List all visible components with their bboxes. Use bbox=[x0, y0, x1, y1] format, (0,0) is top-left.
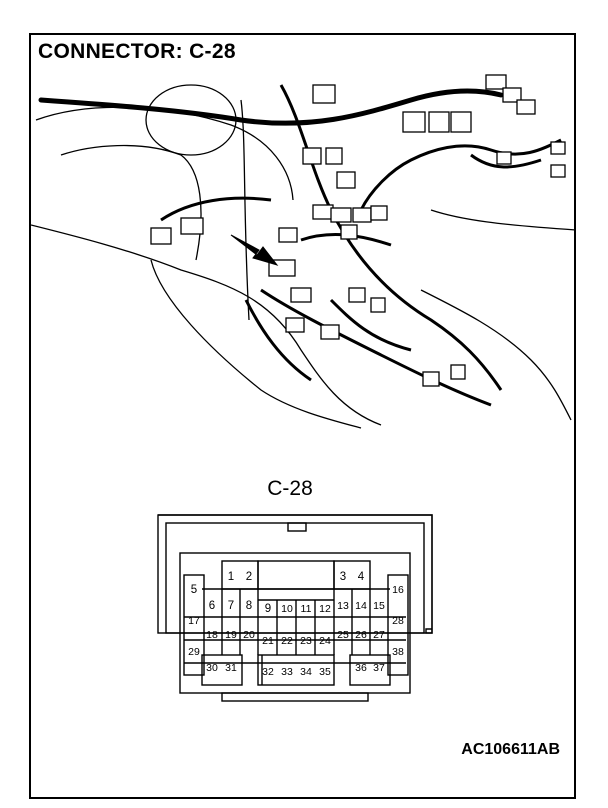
pin-label: 37 bbox=[373, 662, 385, 674]
pin-label: 30 bbox=[206, 662, 218, 674]
pin-label: 9 bbox=[265, 603, 271, 615]
pin-label: 19 bbox=[225, 629, 237, 641]
pin-label: 28 bbox=[392, 615, 404, 627]
pin-label: 33 bbox=[281, 666, 293, 678]
pin-label: 32 bbox=[262, 666, 274, 678]
pin-label: 25 bbox=[337, 629, 349, 641]
pin-label: 20 bbox=[243, 629, 255, 641]
pin-label: 26 bbox=[355, 629, 367, 641]
pin-label: 24 bbox=[319, 635, 331, 647]
pin-label: 16 bbox=[392, 584, 404, 596]
pin-label: 23 bbox=[300, 635, 312, 647]
diagram-frame bbox=[29, 33, 576, 799]
connector-label: C-28 bbox=[267, 477, 313, 500]
pin-label: 5 bbox=[191, 584, 197, 596]
pin-label: 1 bbox=[228, 571, 234, 583]
pin-label: 27 bbox=[373, 629, 385, 641]
pin-label: 36 bbox=[355, 662, 367, 674]
wiring-harness-illustration bbox=[31, 74, 576, 429]
pin-label: 7 bbox=[228, 600, 234, 612]
pin-label: 15 bbox=[373, 600, 385, 612]
connector-c28-face: 1 2 3 4 5 6 7 8 9 10 11 12 13 14 15 16 1… bbox=[157, 514, 433, 702]
pin-label: 17 bbox=[188, 615, 200, 627]
figure-code: AC106611AB bbox=[461, 741, 560, 758]
pin-label: 2 bbox=[246, 571, 252, 583]
pin-label: 38 bbox=[392, 646, 404, 658]
pin-label: 3 bbox=[340, 571, 346, 583]
pin-label: 4 bbox=[358, 571, 365, 583]
pin-label: 11 bbox=[301, 603, 312, 615]
pin-label: 8 bbox=[246, 600, 252, 612]
pin-label: 18 bbox=[206, 629, 218, 641]
pin-label: 31 bbox=[225, 662, 237, 674]
pin-label: 21 bbox=[262, 635, 274, 647]
pin-label: 13 bbox=[337, 600, 349, 612]
page-title: CONNECTOR: C-28 bbox=[38, 40, 236, 63]
pin-label: 6 bbox=[209, 600, 215, 612]
pin-label: 22 bbox=[281, 635, 293, 647]
pin-label: 10 bbox=[281, 603, 293, 615]
pin-label: 34 bbox=[300, 666, 312, 678]
pin-label: 12 bbox=[319, 603, 331, 615]
pin-label: 29 bbox=[188, 646, 200, 658]
pin-label: 35 bbox=[319, 666, 331, 678]
pin-label: 14 bbox=[355, 600, 367, 612]
